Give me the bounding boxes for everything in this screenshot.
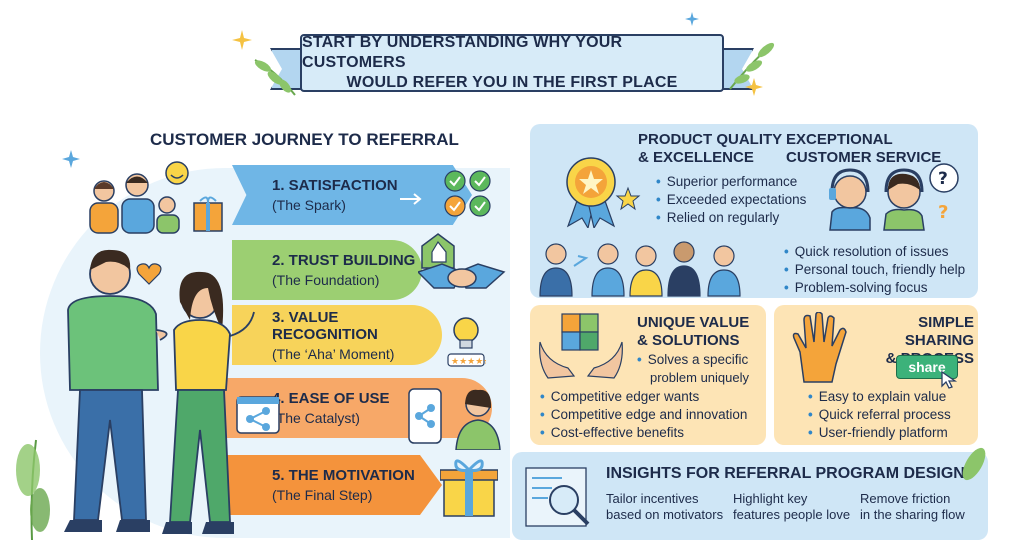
insight-line: features people love	[733, 507, 851, 522]
pq-title: PRODUCT QUALITY & EXCELLENCE	[638, 131, 782, 167]
journey-title: CUSTOMER JOURNEY TO REFERRAL	[150, 130, 459, 149]
uv-bullet: Cost-effective benefits	[540, 425, 684, 440]
header-banner: START BY UNDERSTANDING WHY YOUR CUSTOMER…	[270, 34, 754, 92]
question-icon: ?	[929, 163, 959, 193]
svg-text:?: ?	[938, 169, 948, 189]
pq-title-line-1: PRODUCT QUALITY	[638, 131, 783, 148]
ss-bullet: User-friendly platform	[808, 425, 948, 440]
step-subtitle: (The Spark)	[272, 197, 346, 213]
pq-bullet: Relied on regularly	[656, 210, 780, 225]
ss-title-line-1: SIMPLE SHARING	[904, 314, 974, 349]
step-motivation: 5. THE MOTIVATION (The Final Step)	[222, 455, 442, 515]
gift-icon	[440, 459, 498, 517]
insights-title: INSIGHTS FOR REFERRAL PROGRAM DESIGN	[606, 465, 965, 482]
step-title: 3. VALUE RECOGNITION	[272, 308, 378, 343]
insight-line: in the sharing flow	[860, 507, 965, 522]
banner-line-2: WOULD REFER YOU IN THE FIRST PLACE	[346, 74, 678, 91]
puzzle-icon	[539, 313, 623, 379]
handshake-icon	[418, 233, 506, 289]
step-title: 1. SATISFACTION	[272, 177, 398, 194]
ss-bullet: Easy to explain value	[808, 389, 947, 404]
pq-bullet: Exceeded expectations	[656, 192, 807, 207]
share-icon	[236, 396, 280, 434]
banner-title: START BY UNDERSTANDING WHY YOUR CUSTOMER…	[300, 34, 724, 92]
cs-title-line-1: EXCEPTIONAL	[786, 131, 893, 148]
insight-col-2: Highlight key features people love	[733, 491, 850, 523]
step-title: 4. EASE OF USE	[272, 390, 390, 407]
leaf-icon	[729, 42, 775, 90]
insight-line: based on motivators	[606, 507, 724, 522]
leaf-icon	[254, 59, 296, 96]
pq-bullet: Superior performance	[656, 174, 798, 189]
insight-line: Tailor incentives	[606, 491, 699, 506]
family-illustration	[89, 161, 223, 234]
uv-title-line-2: & SOLUTIONS	[637, 332, 740, 349]
sparkle-icon	[745, 78, 763, 96]
step-title: 5. THE MOTIVATION	[272, 467, 415, 484]
cs-bullet: Problem-solving focus	[784, 280, 928, 295]
uv-bullet: Solves a specific	[637, 352, 749, 367]
arrow-right-icon	[400, 193, 422, 205]
uv-title-line-1: UNIQUE VALUE	[637, 314, 750, 331]
step-satisfaction: 1. SATISFACTION (The Spark)	[232, 165, 472, 225]
step-subtitle: (The ‘Aha’ Moment)	[272, 345, 395, 362]
sparkle-icon	[62, 150, 80, 168]
leaf-icon	[16, 439, 50, 540]
uv-bullet: Competitive edger wants	[540, 389, 700, 404]
step-subtitle: (The Final Step)	[272, 487, 373, 503]
check-circle-icon	[444, 170, 491, 217]
couple-illustration	[64, 249, 255, 534]
step-trust-building: 2. TRUST BUILDING (The Foundation)	[232, 240, 422, 300]
ss-bullet: Quick referral process	[808, 407, 951, 422]
woman-with-phone	[455, 389, 501, 450]
share-button[interactable]: share	[896, 355, 958, 379]
heart-icon	[136, 263, 162, 285]
sparkle-icon	[685, 12, 699, 26]
step-value-recognition: 3. VALUE RECOGNITION (The ‘Aha’ Moment)	[232, 305, 442, 365]
uv-bullet-continuation: problem uniquely	[650, 370, 750, 385]
step-subtitle: (The Foundation)	[272, 272, 380, 288]
pq-title-line-2: & EXCELLENCE	[638, 149, 754, 166]
sparkle-icon	[232, 30, 252, 50]
insight-col-1: Tailor incentives based on motivators	[606, 491, 723, 523]
phone-icon	[408, 388, 442, 444]
step-subtitle: (The Catalyst)	[272, 410, 360, 426]
headset-icon	[829, 168, 925, 231]
cs-title-line-2: CUSTOMER SERVICE	[786, 149, 942, 166]
medal-icon	[566, 157, 641, 228]
hand-icon	[792, 312, 847, 383]
insight-line: Remove friction	[860, 491, 951, 506]
cs-bullet: Quick resolution of issues	[784, 244, 949, 259]
cs-title: EXCEPTIONAL CUSTOMER SERVICE	[786, 131, 941, 167]
step-title: 2. TRUST BUILDING	[272, 252, 416, 269]
leaf-icon	[962, 447, 986, 481]
svg-text:?: ?	[938, 202, 948, 222]
magnifier-icon	[525, 467, 590, 527]
question-icon: ?	[938, 202, 948, 222]
insight-col-3: Remove friction in the sharing flow	[860, 491, 965, 523]
lightbulb-icon: ★★★★★	[447, 317, 486, 367]
uv-title: UNIQUE VALUE & SOLUTIONS	[637, 314, 749, 350]
banner-line-1: START BY UNDERSTANDING WHY YOUR CUSTOMER…	[302, 34, 623, 71]
svg-text:★★★★★: ★★★★★	[451, 357, 486, 367]
cs-bullet: Personal touch, friendly help	[784, 262, 965, 277]
cursor-icon	[941, 370, 958, 389]
insight-line: Highlight key	[733, 491, 808, 506]
people-icon	[539, 241, 741, 297]
card-insights	[512, 452, 988, 540]
uv-bullet: Competitive edge and innovation	[540, 407, 748, 422]
